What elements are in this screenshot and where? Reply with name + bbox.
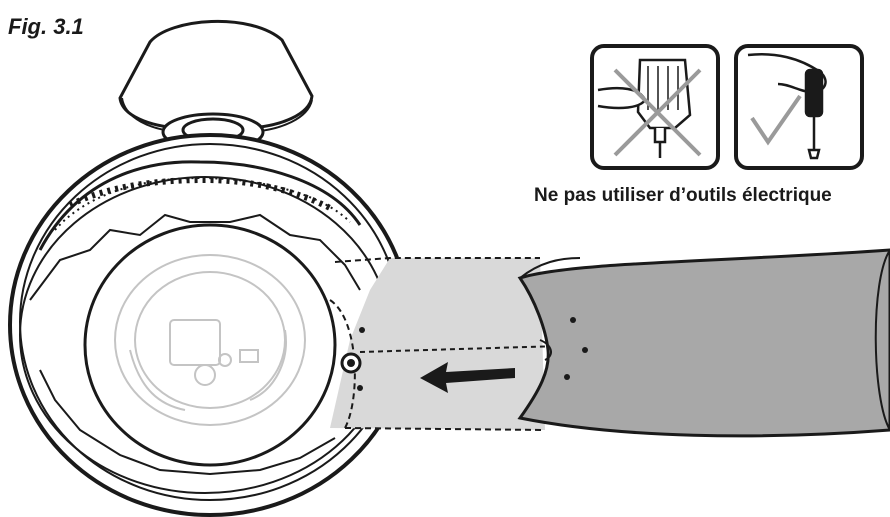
motor-housing xyxy=(8,133,412,517)
mount-hole xyxy=(357,385,363,391)
fan-blade xyxy=(517,248,890,438)
power-drill-crossed-icon xyxy=(590,44,720,170)
figure-caption: Ne pas utiliser d’outils électrique xyxy=(534,185,832,206)
screwdriver-check-icon xyxy=(734,44,864,170)
screw xyxy=(340,352,362,374)
figure-label: Fig. 3.1 xyxy=(8,14,84,39)
mount-hole xyxy=(359,327,365,333)
insert-direction-arrow xyxy=(420,362,515,393)
blade-mount-plate xyxy=(330,258,545,430)
